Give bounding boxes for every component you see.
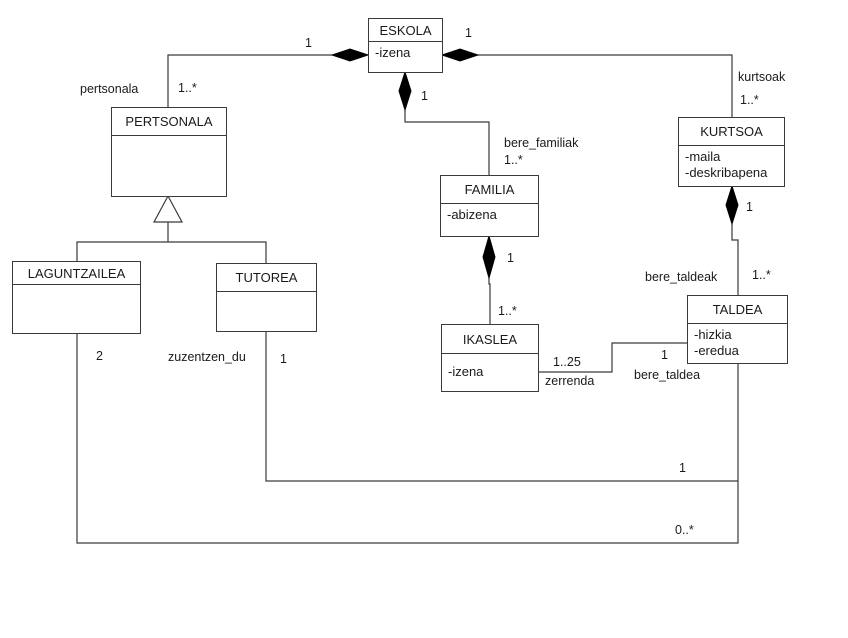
multiplicity-label: 1 [421,89,428,103]
assoc-line-eskola-pertsonala [167,54,332,107]
class-attributes [112,136,226,139]
multiplicity-label: 1 [679,461,686,475]
class-pertsonala[interactable]: PERTSONALA [111,107,227,197]
multiplicity-label: 1..25 [553,355,581,369]
multiplicity-label: 2 [96,349,103,363]
assoc-line-tutorea-taldea [265,331,738,482]
class-taldea[interactable]: TALDEA -hizkia -eredua [687,295,788,364]
attribute: -eredua [694,343,739,358]
class-name: ESKOLA [369,19,442,42]
attribute: -izena [448,364,484,379]
generalization-branch [76,241,267,263]
generalization-triangle-icon [152,194,184,223]
class-name: PERTSONALA [112,108,226,136]
multiplicity-label: 1 [507,251,514,265]
class-attributes: -izena [442,354,538,380]
role-label: bere_familiak [504,136,579,150]
multiplicity-label: 1..* [498,304,517,318]
multiplicity-label: 0..* [675,523,694,537]
composition-diamond-icon [725,184,739,226]
multiplicity-label: 1..* [740,93,759,107]
attribute: -abizena [447,207,497,222]
assoc-line-ikaslea-taldea [538,342,687,373]
assoc-line-laguntzailea-taldea [76,333,739,544]
multiplicity-label: 1..* [504,153,523,167]
class-laguntzailea[interactable]: LAGUNTZAILEA [12,261,141,334]
multiplicity-label: 1 [661,348,668,362]
class-attributes: -maila -deskribapena [679,146,784,181]
role-label: zuzentzen_du [168,350,246,364]
multiplicity-label: 1..* [178,81,197,95]
role-label: bere_taldea [634,368,701,382]
role-label: kurtsoak [738,70,786,84]
class-attributes [13,285,140,288]
class-name: IKASLEA [442,325,538,354]
role-label: zerrenda [545,374,595,388]
attribute: -maila [685,149,721,164]
multiplicity-label: 1 [280,352,287,366]
multiplicity-label: 1..* [752,268,771,282]
assoc-line-eskola-familia [404,110,490,175]
class-attributes: -hizkia -eredua [688,324,787,359]
multiplicity-label: 1 [746,200,753,214]
class-kurtsoa[interactable]: KURTSOA -maila -deskribapena [678,117,785,187]
class-ikaslea[interactable]: IKASLEA -izena [441,324,539,392]
class-name: KURTSOA [679,118,784,146]
class-name: FAMILIA [441,176,538,204]
class-attributes [217,292,316,295]
class-name: LAGUNTZAILEA [13,262,140,285]
multiplicity-label: 1 [465,26,472,40]
attribute: -hizkia [694,327,732,342]
composition-diamond-icon [398,70,412,112]
role-label: bere_taldeak [645,270,718,284]
class-tutorea[interactable]: TUTOREA [216,263,317,332]
multiplicity-label: 1 [305,36,312,50]
composition-diamond-icon [440,48,480,62]
class-eskola[interactable]: ESKOLA -izena [368,18,443,73]
class-attributes: -izena [369,42,442,61]
composition-diamond-icon [482,234,496,280]
attribute: -deskribapena [685,165,768,180]
class-familia[interactable]: FAMILIA -abizena [440,175,539,237]
assoc-line-eskola-kurtsoa [478,54,733,117]
attribute: -izena [375,45,411,60]
class-name: TUTOREA [217,264,316,292]
class-attributes: -abizena [441,204,538,223]
assoc-line-familia-ikaslea [488,278,491,324]
composition-diamond-icon [330,48,370,62]
class-name: TALDEA [688,296,787,324]
role-label: pertsonala [80,82,139,96]
assoc-line-kurtsoa-taldea [731,224,739,295]
